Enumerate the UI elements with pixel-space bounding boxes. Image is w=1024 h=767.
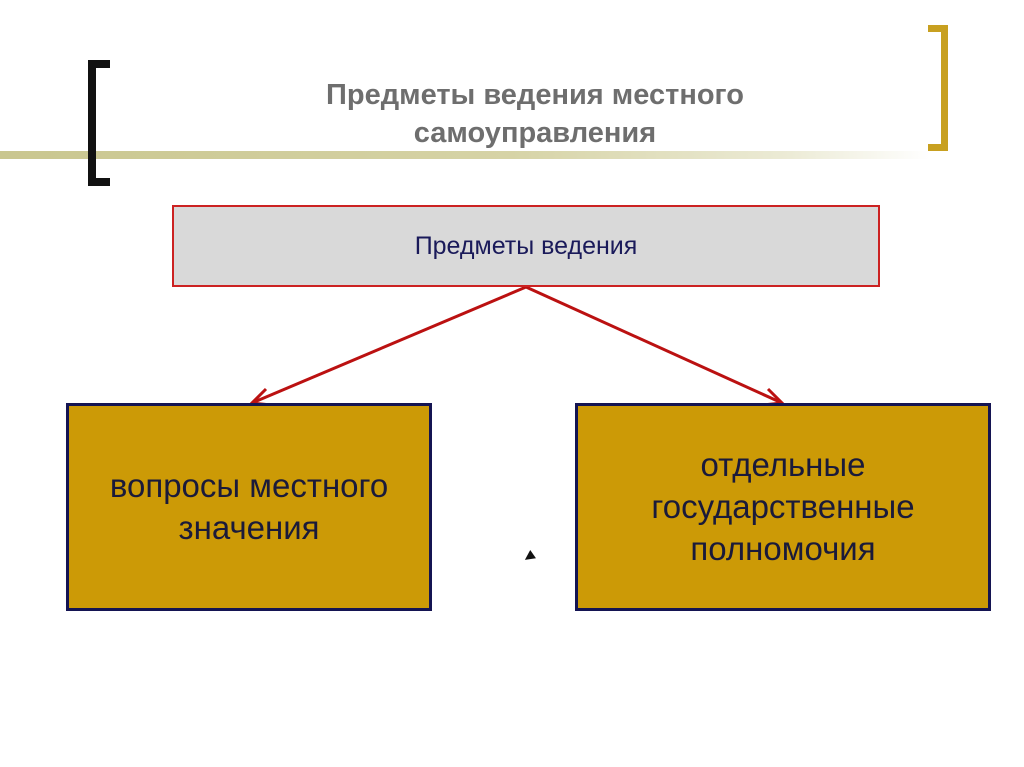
child-node-label-line: полномочия	[690, 530, 876, 567]
child-node-label-line: государственные	[651, 488, 915, 525]
child-node-state-powers: отдельные государственные полномочия	[575, 403, 991, 611]
child-node-label-line: отдельные	[700, 446, 866, 483]
right-bracket-decoration	[928, 25, 948, 151]
root-node-label: Предметы ведения	[414, 231, 638, 260]
slide-title: Предметы ведения местного самоуправления	[230, 76, 840, 152]
root-node-box: Предметы ведения	[172, 205, 880, 287]
arrow-to-left-box	[251, 285, 527, 405]
child-node-label-line: вопросы местного	[109, 467, 389, 504]
decorative-line	[0, 151, 930, 159]
slide-title-line-1: Предметы ведения местного	[326, 79, 744, 111]
left-bracket-decoration	[88, 60, 110, 186]
child-node-label-line: значения	[178, 509, 320, 546]
arrow-to-right-box	[525, 285, 783, 405]
slide-title-line-2: самоуправления	[413, 117, 657, 149]
child-node-local-issues: вопросы местного значения	[66, 403, 432, 611]
